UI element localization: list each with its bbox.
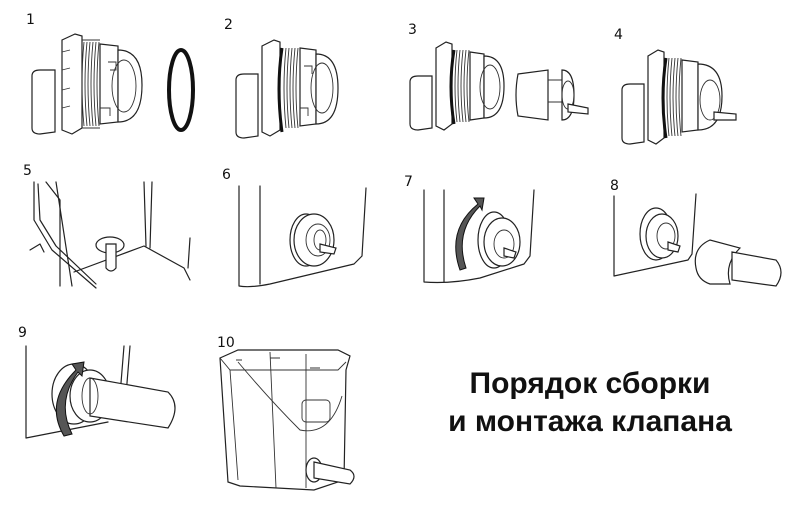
bucket-interior-icon — [29, 181, 191, 289]
step-number-5: 5 — [23, 163, 32, 179]
valve-on-bucket-icon — [238, 185, 367, 288]
step-number-4: 4 — [614, 27, 623, 43]
o-ring-icon — [167, 48, 195, 132]
step-number-1: 1 — [26, 12, 35, 28]
step-number-9: 9 — [18, 325, 27, 341]
title-line-2: и монтажа клапана — [448, 405, 732, 438]
valve-insert-icon — [515, 69, 589, 121]
step-number-2: 2 — [224, 17, 233, 33]
calf-bucket-icon — [219, 349, 355, 491]
valve-body-icon — [31, 33, 143, 135]
title-line-1: Порядок сборки — [469, 367, 711, 400]
step-number-3: 3 — [408, 22, 417, 38]
step-number-7: 7 — [404, 174, 413, 190]
valve-with-seal-icon — [235, 39, 339, 139]
step-number-10: 10 — [217, 335, 235, 351]
step-number-6: 6 — [222, 167, 231, 183]
tighten-nut-icon — [423, 189, 535, 284]
valve-assembled-icon — [621, 49, 737, 145]
teat-approach-icon — [613, 193, 782, 287]
diagram-title: Порядок сборки и монтажа клапана — [405, 365, 775, 441]
valve-body-with-seal-icon — [409, 41, 505, 131]
step-number-8: 8 — [610, 178, 619, 194]
screw-teat-icon — [25, 345, 176, 439]
